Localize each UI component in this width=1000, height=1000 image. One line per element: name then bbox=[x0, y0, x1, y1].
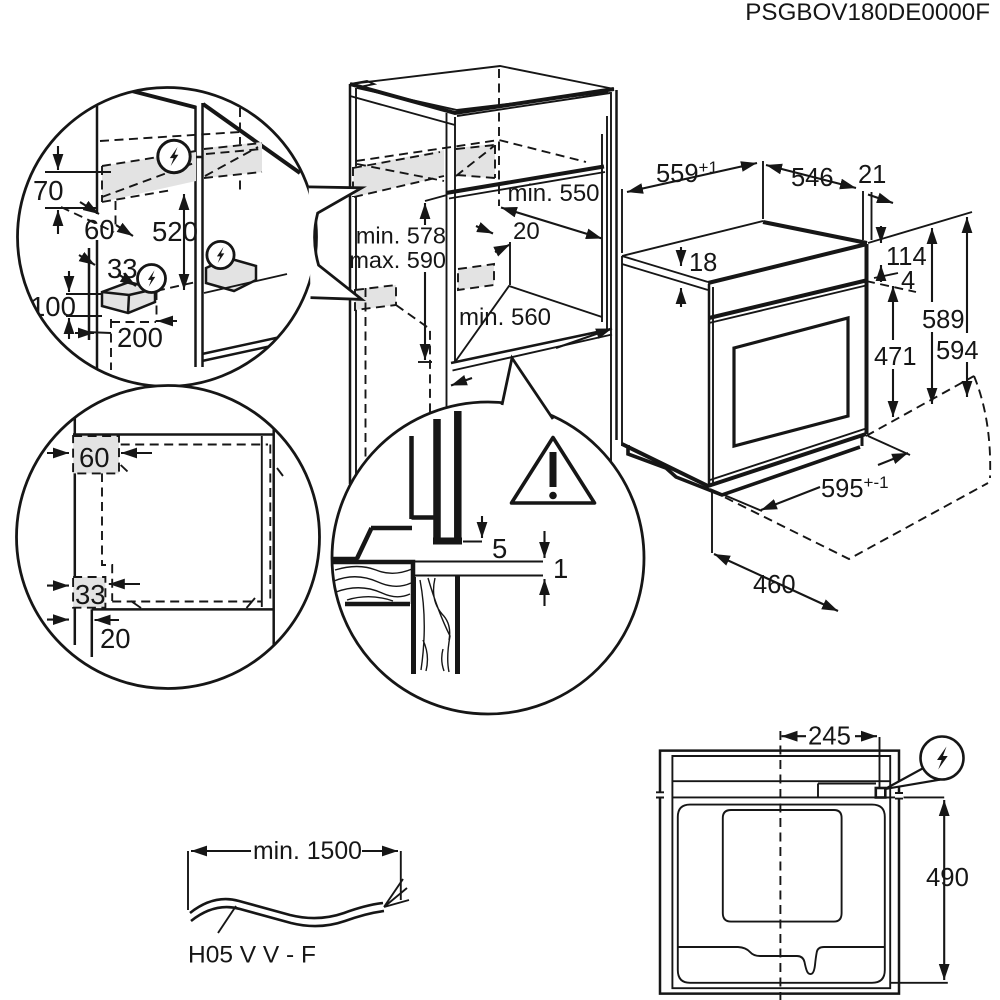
svg-text:max. 590: max. 590 bbox=[349, 247, 446, 273]
svg-text:18: 18 bbox=[689, 249, 717, 277]
svg-text:589: 589 bbox=[922, 306, 965, 334]
svg-text:min. 578: min. 578 bbox=[356, 223, 446, 249]
svg-text:114: 114 bbox=[886, 243, 927, 271]
svg-text:70: 70 bbox=[33, 175, 64, 206]
svg-text:H05 V V - F: H05 V V - F bbox=[188, 942, 316, 969]
svg-text:546: 546 bbox=[791, 164, 834, 192]
svg-text:20: 20 bbox=[513, 218, 540, 245]
svg-text:33: 33 bbox=[107, 253, 138, 284]
svg-text:4: 4 bbox=[901, 267, 915, 295]
svg-text:5: 5 bbox=[492, 533, 507, 564]
svg-text:60: 60 bbox=[79, 442, 110, 473]
svg-text:245: 245 bbox=[808, 723, 851, 751]
svg-text:min. 560: min. 560 bbox=[459, 304, 551, 331]
svg-text:594: 594 bbox=[936, 337, 979, 365]
svg-text:460: 460 bbox=[753, 571, 796, 599]
svg-text:1: 1 bbox=[553, 553, 568, 584]
svg-text:200: 200 bbox=[117, 322, 163, 353]
svg-text:PSGBOV180DE0000F: PSGBOV180DE0000F bbox=[745, 0, 990, 26]
svg-text:min. 550: min. 550 bbox=[507, 180, 599, 207]
svg-text:60: 60 bbox=[84, 214, 115, 245]
svg-text:490: 490 bbox=[926, 864, 969, 892]
svg-text:min. 1500: min. 1500 bbox=[253, 838, 362, 865]
svg-text:20: 20 bbox=[100, 623, 131, 654]
svg-text:33: 33 bbox=[75, 579, 106, 610]
svg-text:21: 21 bbox=[858, 161, 886, 189]
svg-text:520: 520 bbox=[152, 216, 198, 247]
svg-text:471: 471 bbox=[874, 343, 917, 371]
